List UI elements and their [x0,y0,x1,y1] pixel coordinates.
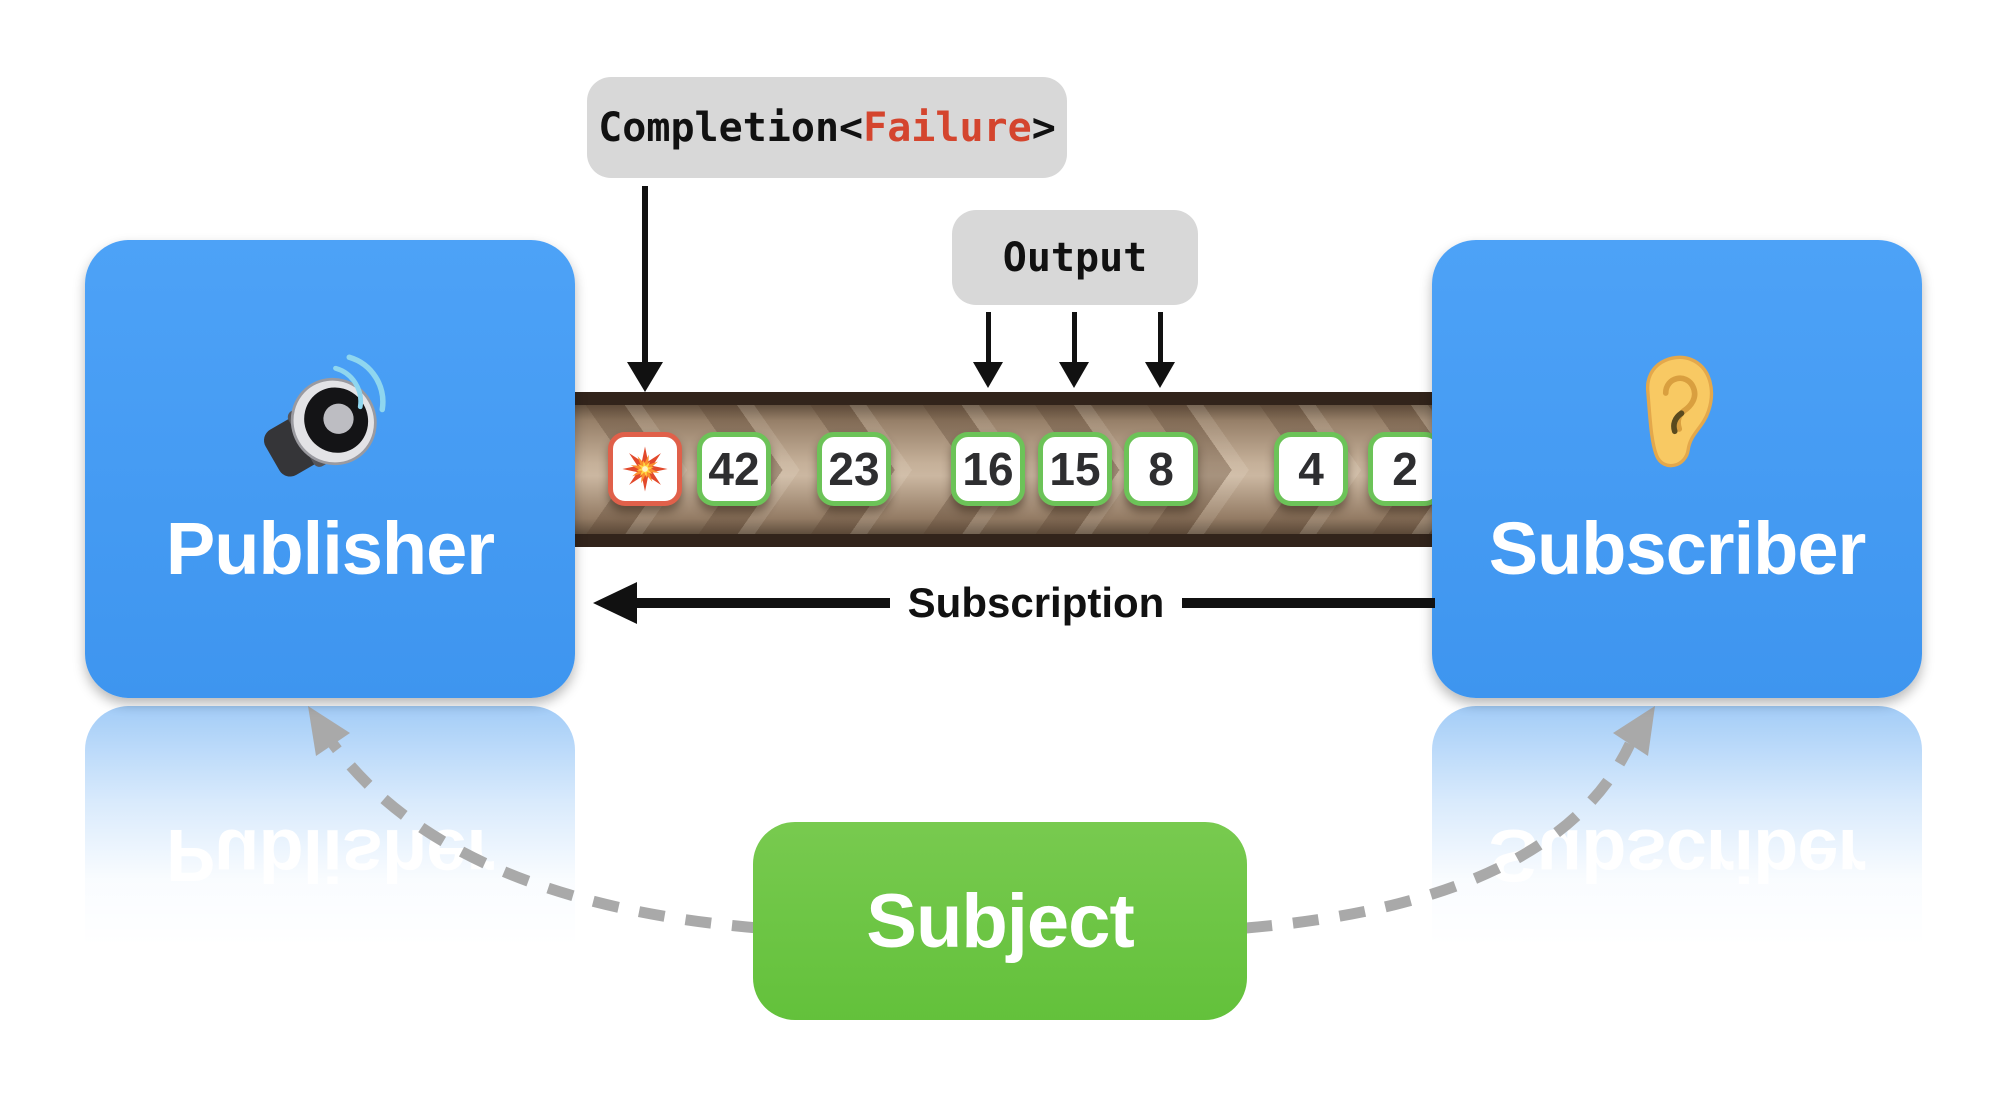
stream-item: 42 [697,432,771,506]
completion-arrow [627,186,663,392]
completion-arrow-shaft [642,186,648,362]
subscriber-reflection-fade [1432,706,1922,946]
completion-prefix: Completion< [598,104,864,151]
subscriber-label: Subscriber [1488,507,1867,590]
subscription-label: Subscription [907,579,1165,626]
stream-value: 8 [1148,443,1174,495]
output-arrow-3-head [1145,362,1175,388]
subject-box: Subject [753,822,1247,1020]
speaker-icon [263,354,386,477]
completion-arrow-head [627,362,663,392]
belt-top-edge [575,392,1437,405]
output-arrow-3-shaft [1157,312,1163,362]
stream-item: 23 [817,432,891,506]
output-arrow-2-head [1059,362,1089,388]
subscriber-reflection: Subscriber [1432,706,1922,946]
subscription-line-left [637,598,890,608]
stream-item: 4 [1274,432,1348,506]
stream-value: 23 [828,443,880,495]
stream-item: 15 [1038,432,1112,506]
subscription-arrow: Subscription [593,579,1435,626]
output-arrow-1 [970,312,1006,388]
subscriber-box: Subscriber [1432,240,1922,698]
stream-value: 4 [1298,443,1324,495]
output-label: Output [952,210,1198,305]
stream-item-failure [608,432,682,506]
explosion-icon [622,446,668,492]
stream-value: 16 [962,443,1014,495]
subject-to-publisher-dashed-path [328,740,759,934]
output-arrow-2-shaft [1071,312,1077,362]
publisher-label: Publisher [165,507,495,590]
completion-failure-label: Completion<Failure> [587,77,1067,178]
ear-icon [1646,355,1714,468]
subscription-line-right [1182,598,1435,608]
output-arrow-2 [1056,312,1092,388]
subject-label: Subject [866,878,1134,964]
stream-value: 2 [1392,443,1418,495]
subject-to-subscriber-dashed-path [1245,741,1635,934]
publisher-box: Publisher [85,240,575,698]
output-arrow-1-head [973,362,1003,388]
subscription-arrow-head [593,582,637,624]
completion-suffix: > [1031,104,1056,151]
subject-to-subscriber-arrowhead [1613,706,1655,756]
stream-item: 16 [951,432,1025,506]
output-arrow-1-shaft [985,312,991,362]
stream-value: 42 [708,443,760,495]
failure-text: Failure [863,104,1032,151]
belt-bottom-edge [575,534,1437,547]
stream-item: 8 [1124,432,1198,506]
subject-to-publisher-arrowhead [308,706,350,756]
output-arrow-3 [1142,312,1178,388]
stream-value: 15 [1049,443,1101,495]
